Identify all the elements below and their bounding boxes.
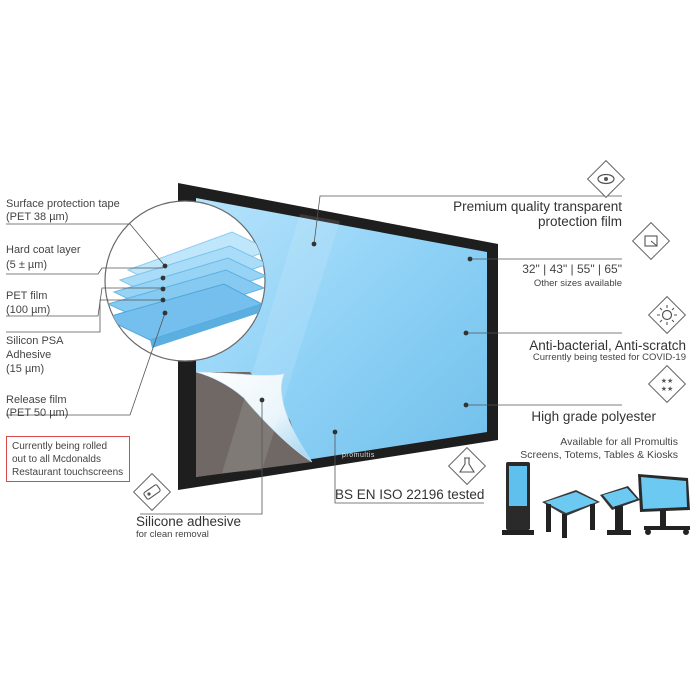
hard-coat-spec: (5 ± µm) [6, 259, 48, 271]
exposed-screen [196, 372, 312, 477]
antibacterial-sub-label: Currently being tested for COVID-19 [532, 352, 686, 363]
table-image [542, 490, 600, 538]
pet-film-label: PET film [6, 290, 48, 302]
right-leaders [140, 195, 622, 515]
note-line-2: out to all Mcdonalds [12, 454, 101, 465]
trolley-screen-image [638, 474, 690, 535]
screen-logo: promultis [342, 452, 375, 459]
resize-icon [631, 221, 671, 261]
svg-text:★★: ★★ [661, 377, 674, 385]
mcdonalds-note: Currently being rolled out to all Mcdona… [6, 436, 130, 482]
svg-text:★★: ★★ [661, 385, 674, 393]
note-line-1: Currently being rolled [12, 441, 108, 452]
silicone-adhesive-sub-label: for clean removal [136, 529, 209, 540]
surface-tape-label: Surface protection tape [6, 198, 120, 210]
layer-dots [160, 263, 168, 316]
virus-icon [647, 295, 687, 335]
stars-icon: ★★ ★★ [647, 364, 687, 404]
totem-image [502, 462, 534, 535]
surface-tape-spec: (PET 38 µm) [6, 211, 69, 223]
silicon-psa-label: Silicon PSA [6, 335, 64, 347]
silicone-adhesive-label: Silicone adhesive [136, 514, 242, 529]
premium-film-label: Premium quality transparent [453, 199, 622, 214]
left-leaders [6, 223, 166, 416]
eye-icon [586, 159, 626, 199]
feature-dots [259, 241, 473, 435]
sizes-label: 32" | 43" | 55" | 65" [522, 262, 622, 276]
premium-film-label-2: protection film [537, 214, 622, 229]
iso-tested-label: BS EN ISO 22196 tested [335, 487, 485, 502]
note-line-3: Restaurant touchscreens [12, 467, 124, 478]
silicon-psa-spec: (15 µm) [6, 363, 45, 375]
tape-icon [132, 472, 172, 512]
flask-icon [447, 446, 487, 486]
kiosk-image [600, 486, 640, 535]
sizes-sub-label: Other sizes available [533, 278, 622, 289]
availability-label: Available for all Promultis [560, 436, 678, 448]
hard-coat-label: Hard coat layer [6, 244, 81, 256]
layer-magnifier [104, 200, 266, 362]
availability-label-2: Screens, Totems, Tables & Kiosks [520, 449, 678, 461]
antibacterial-label: Anti-bacterial, Anti-scratch [529, 338, 686, 353]
release-film-spec: (PET 50 µm) [6, 407, 69, 419]
screen-glare [222, 214, 340, 473]
release-film-label: Release film [6, 394, 67, 406]
pet-film-spec: (100 µm) [6, 304, 51, 316]
peeled-corner [195, 371, 313, 463]
silicon-psa-label-2: Adhesive [6, 349, 52, 361]
polyester-label: High grade polyester [531, 409, 656, 424]
